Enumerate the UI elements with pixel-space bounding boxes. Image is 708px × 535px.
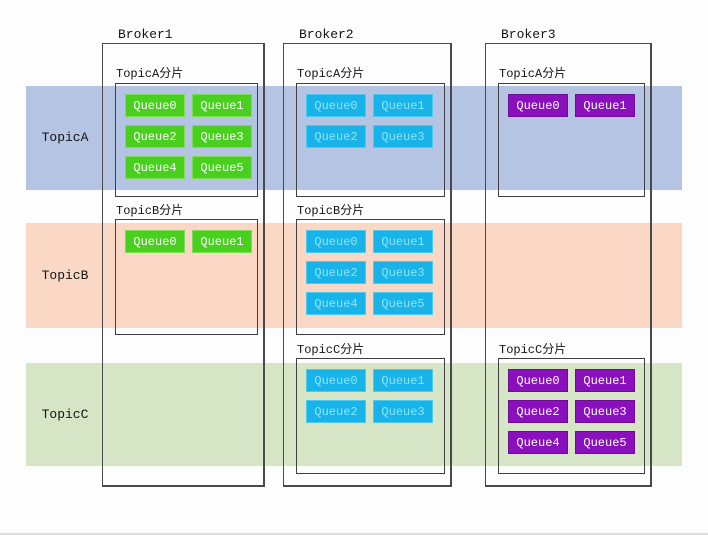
shard-title: TopicB分片 (116, 204, 184, 218)
shard-title: TopicA分片 (116, 67, 184, 81)
queue-box: Queue1 (373, 94, 433, 117)
queue-box: Queue0 (125, 94, 185, 117)
queue-box: Queue0 (508, 369, 568, 392)
queue-box: Queue1 (575, 94, 635, 117)
shard-box-Broker1-TopicB: Queue0 Queue1 (115, 219, 258, 335)
queue-box: Queue1 (373, 369, 433, 392)
shard-title: TopicA分片 (297, 67, 365, 81)
queue-box: Queue2 (125, 125, 185, 148)
queue-box: Queue1 (192, 230, 252, 253)
broker-box-Broker3 (485, 43, 652, 487)
queue-box: Queue3 (373, 400, 433, 423)
queue-box: Queue4 (125, 156, 185, 179)
queue-box: Queue4 (508, 431, 568, 454)
queue-box: Queue0 (306, 369, 366, 392)
queue-grid: Queue0 Queue1 (125, 230, 252, 253)
queue-box: Queue0 (306, 230, 366, 253)
queue-box: Queue4 (306, 292, 366, 315)
topic-row-label: TopicA (41, 130, 89, 145)
bottom-edge-line (0, 533, 708, 535)
queue-box: Queue3 (575, 400, 635, 423)
queue-box: Queue2 (306, 125, 366, 148)
queue-box: Queue3 (373, 261, 433, 284)
broker-title: Broker2 (299, 27, 354, 42)
broker-box-Broker1 (102, 43, 265, 487)
queue-box: Queue2 (508, 400, 568, 423)
queue-box: Queue0 (508, 94, 568, 117)
broker-title: Broker3 (501, 27, 556, 42)
queue-box: Queue1 (575, 369, 635, 392)
queue-box: Queue5 (575, 431, 635, 454)
shard-title: TopicA分片 (499, 67, 567, 81)
queue-box: Queue1 (373, 230, 433, 253)
broker-title: Broker1 (118, 27, 173, 42)
queue-box: Queue2 (306, 261, 366, 284)
topic-row-label: TopicC (41, 406, 89, 422)
queue-box: Queue0 (125, 230, 185, 253)
topic-row-label: TopicB (41, 267, 89, 283)
queue-grid: Queue0 Queue1 (508, 94, 635, 117)
queue-box: Queue5 (192, 156, 252, 179)
shard-title: TopicB分片 (297, 204, 365, 218)
queue-box: Queue1 (192, 94, 252, 117)
shard-title: TopicC分片 (297, 343, 365, 357)
queue-box: Queue0 (306, 94, 366, 117)
queue-box: Queue3 (373, 125, 433, 148)
shard-box-Broker3-TopicA: Queue0 Queue1 (498, 83, 645, 197)
queue-box: Queue2 (306, 400, 366, 423)
broker-box-Broker2 (283, 43, 452, 487)
shard-title: TopicC分片 (499, 343, 567, 357)
queue-box: Queue5 (373, 292, 433, 315)
queue-box: Queue3 (192, 125, 252, 148)
